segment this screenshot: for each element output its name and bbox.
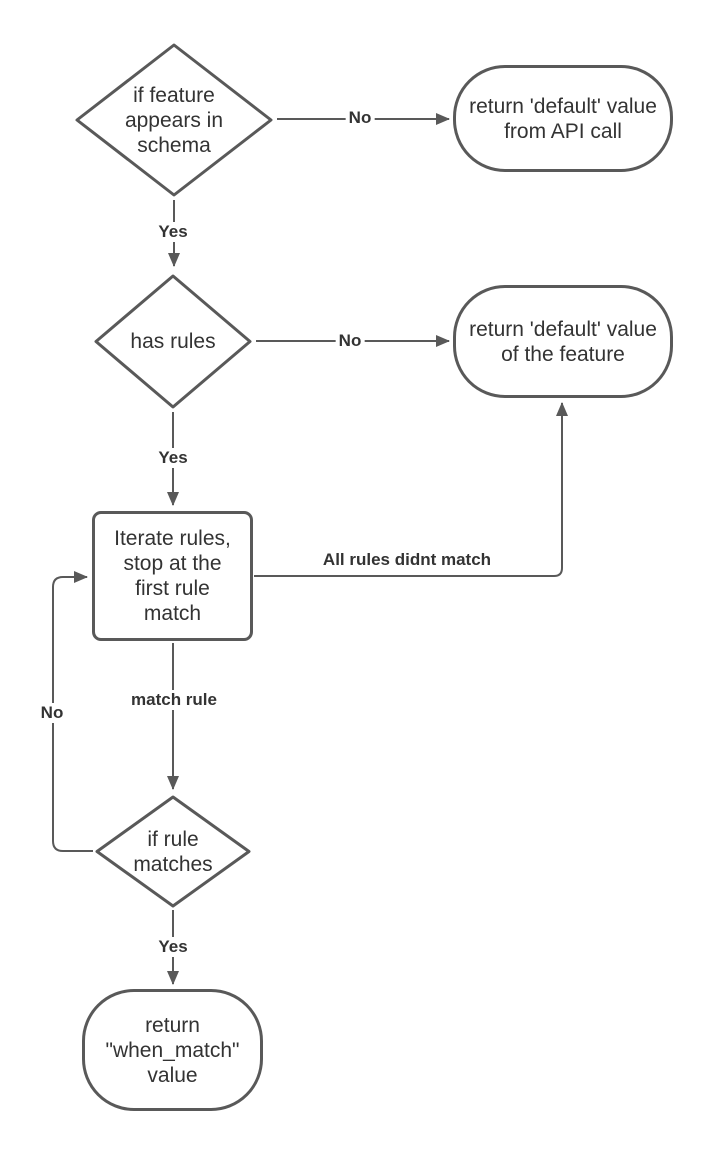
edge-label-has-rules-yes: Yes [155, 448, 191, 468]
node-label: if feature appears in schema [124, 83, 224, 157]
node-return-when-match: return "when_match" value [82, 989, 263, 1111]
edge-label-rule-matches-no: No [37, 703, 67, 723]
diamond-shape [94, 274, 252, 409]
edge-all-rules-didnt-match [254, 402, 568, 577]
node-label: return 'default' value of the feature [469, 317, 657, 366]
node-label: Iterate rules, stop at the first rule ma… [114, 527, 231, 625]
edge-label-has-rules-no: No [335, 331, 365, 351]
diamond-shape [75, 43, 273, 197]
edge-label-rule-matches-yes: Yes [155, 937, 191, 957]
node-return-api-default: return 'default' value from API call [453, 65, 673, 172]
node-label: return 'default' value from API call [469, 94, 657, 143]
diamond-shape [95, 795, 251, 908]
node-label: return "when_match" value [105, 1013, 240, 1087]
edge-label-match-rule: match rule [128, 690, 220, 710]
node-label: has rules [130, 330, 216, 353]
node-if-rule-matches: if rule matches [94, 794, 252, 909]
edge-label-schema-no: No [345, 108, 375, 128]
edge-label-schema-yes: Yes [155, 222, 191, 242]
edge-label-all-rules-didnt-match: All rules didnt match [319, 550, 495, 570]
node-if-feature-in-schema: if feature appears in schema [74, 42, 274, 198]
node-iterate-rules: Iterate rules, stop at the first rule ma… [92, 511, 253, 641]
node-has-rules: has rules [93, 273, 253, 410]
node-return-feature-default: return 'default' value of the feature [453, 285, 673, 398]
node-label: if rule matches [133, 827, 213, 876]
